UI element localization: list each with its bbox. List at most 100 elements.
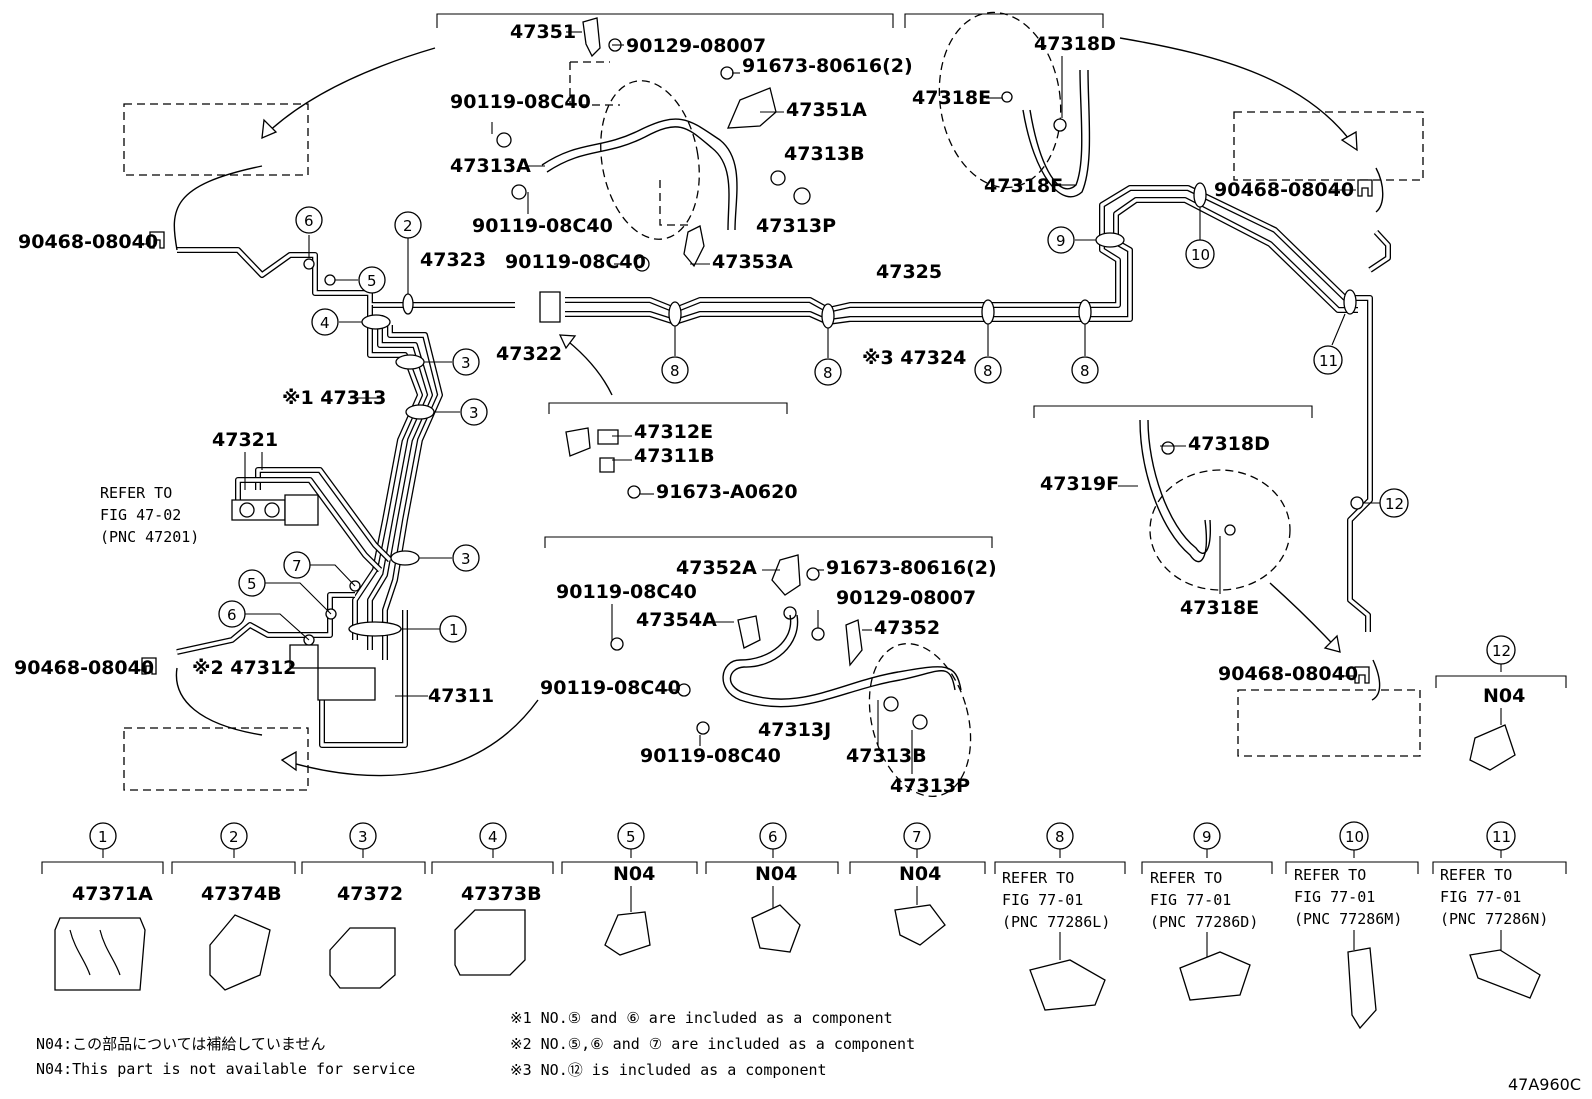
svg-text:11: 11	[1319, 352, 1338, 370]
label-47351: 47351	[510, 21, 576, 43]
clip-9-refer-line1: REFER TO	[1150, 869, 1222, 887]
bolt-icon	[806, 567, 820, 581]
label-90119-08c40: 90119-08C40	[640, 745, 781, 767]
group-bracket-top-right	[904, 13, 1104, 28]
clip-10-refer-line2: FIG 77-01	[1294, 888, 1375, 906]
clip-6-icon	[751, 904, 801, 953]
label-47325: 47325	[876, 261, 942, 283]
bolt-icon	[511, 184, 527, 200]
clip-2-icon	[209, 914, 271, 991]
clip-icon	[1001, 91, 1013, 103]
arrow-to-top-right	[1119, 37, 1358, 151]
clip-12-label: N04	[1483, 685, 1525, 707]
label-47313: ※1 47313	[282, 387, 386, 409]
clip-1-icon	[54, 917, 146, 991]
clip-90468-icon	[1357, 179, 1373, 197]
clip-9-refer-line3: (PNC 77286D)	[1150, 913, 1258, 931]
label-90129-08007: 90129-08007	[836, 587, 976, 609]
clip-11-refer-line1: REFER TO	[1440, 866, 1512, 884]
note-n04-english: N04:This part is not available for servi…	[36, 1060, 415, 1078]
group-bracket-47352	[544, 536, 993, 548]
label-47312e: 47312E	[634, 421, 713, 443]
svg-text:9: 9	[1202, 828, 1212, 846]
clip-icon	[1224, 524, 1236, 536]
clip-10-icon	[1347, 947, 1377, 1030]
label-91673-80616: 91673-80616(2)	[742, 55, 913, 77]
label-47313b: 47313B	[784, 143, 865, 165]
label-47352: 47352	[874, 617, 940, 639]
clip-11-refer-line2: FIG 77-01	[1440, 888, 1521, 906]
clip-9-refer-line2: FIG 77-01	[1150, 891, 1231, 909]
bracket-47352	[845, 619, 863, 667]
label-47313p: 47313P	[756, 215, 836, 237]
label-91673-a0620: 91673-A0620	[656, 481, 798, 503]
body-outline-box-top-right	[1233, 111, 1424, 181]
svg-text:4: 4	[488, 828, 498, 846]
clip-5-icon	[604, 911, 651, 956]
footnote-3: ※3 NO.⑫ is included as a component	[510, 1061, 827, 1079]
bolt-icon	[1053, 118, 1067, 132]
bolt-icon	[610, 637, 624, 651]
svg-text:5: 5	[247, 575, 257, 593]
svg-text:5: 5	[626, 828, 636, 846]
label-90129-08007: 90129-08007	[626, 35, 766, 57]
clip-markers	[303, 182, 1364, 646]
svg-text:3: 3	[469, 404, 479, 422]
clip-9-icon	[1179, 951, 1251, 1001]
bracket-47312e	[565, 427, 591, 457]
detail-circle	[868, 642, 972, 798]
label-47319f: 47319F	[1040, 473, 1119, 495]
body-outline-box-bottom-right	[1237, 689, 1421, 757]
label-90468-08040: 90468-08040	[18, 231, 158, 253]
union-47311b	[599, 457, 615, 473]
svg-text:6: 6	[227, 606, 237, 624]
svg-text:7: 7	[292, 557, 302, 575]
label-47353a: 47353A	[712, 251, 793, 273]
washer-icon	[912, 714, 928, 730]
callout-circles: 6 5 2 4 3 3 3 1 7 5 6 8 8 8 8 9 10 11	[218, 206, 1409, 643]
body-outline-box-bottom-left	[123, 727, 309, 791]
svg-text:6: 6	[768, 828, 778, 846]
clip-90468-icon	[141, 657, 157, 675]
svg-text:8: 8	[983, 362, 993, 380]
label-47318e: 47318E	[912, 87, 991, 109]
label-47312: ※2 47312	[192, 657, 296, 679]
label-47313b: 47313B	[846, 745, 927, 767]
label-90119-08c40: 90119-08C40	[472, 215, 613, 237]
svg-text:10: 10	[1191, 246, 1210, 264]
label-90119-08c40: 90119-08C40	[450, 91, 591, 113]
label-47323: 47323	[420, 249, 486, 271]
refer-47-02-line3: (PNC 47201)	[100, 528, 199, 546]
label-47313j: 47313J	[758, 719, 831, 741]
clip-8-icon	[1029, 959, 1106, 1011]
clip-1-label: 47371A	[72, 883, 153, 905]
clip-11-icon	[1469, 949, 1541, 999]
label-47322: 47322	[496, 343, 562, 365]
label-47352a: 47352A	[676, 557, 757, 579]
detail-circle	[1149, 469, 1291, 591]
svg-text:3: 3	[461, 550, 471, 568]
bracket-47352a	[771, 554, 801, 596]
connector-47322	[539, 291, 561, 323]
label-47318d: 47318D	[1188, 433, 1270, 455]
label-91673-80616: 91673-80616(2)	[826, 557, 997, 579]
svg-text:2: 2	[403, 217, 413, 235]
svg-text:7: 7	[912, 828, 922, 846]
label-47313p: 47313P	[890, 775, 970, 797]
washer-icon	[770, 170, 786, 186]
bolt-icon	[696, 721, 710, 735]
flex-hose-47313a	[541, 118, 738, 231]
clip-10-refer-line3: (PNC 77286M)	[1294, 910, 1402, 928]
clip-legend: 1 47371A 2 47374B 3 47372 4 47373B 5 N04…	[41, 635, 1567, 1030]
clip-8-refer-line2: FIG 77-01	[1002, 891, 1083, 909]
arrow-to-bottom-right	[1269, 582, 1341, 653]
svg-text:10: 10	[1345, 828, 1364, 846]
footnote-1: ※1 NO.⑤ and ⑥ are included as a componen…	[510, 1009, 893, 1027]
svg-text:8: 8	[823, 364, 833, 382]
clip-90468-icon	[149, 231, 165, 249]
bracket-47351	[582, 17, 601, 58]
clip-3-label: 47372	[337, 883, 403, 905]
svg-text:6: 6	[304, 212, 314, 230]
bolt-icon	[496, 132, 512, 148]
